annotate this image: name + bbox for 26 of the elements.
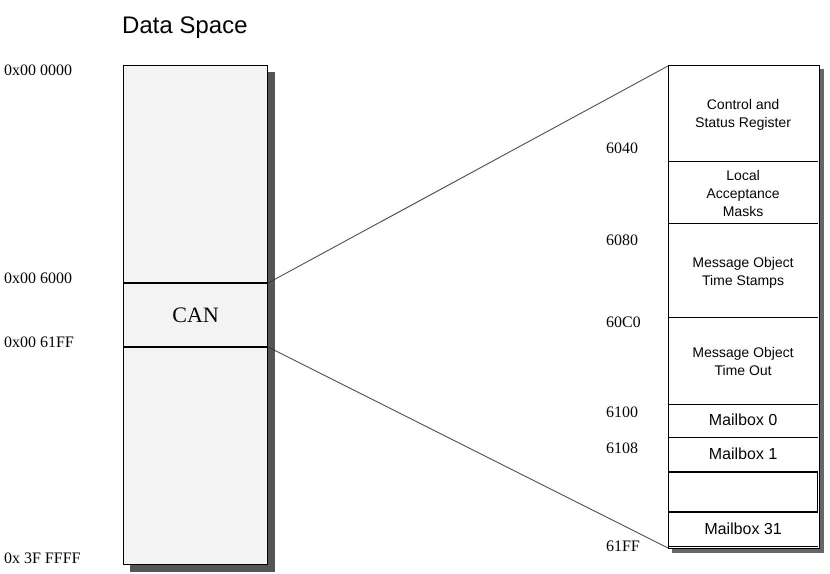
leader-line xyxy=(268,66,668,284)
register-label: Mailbox 31 xyxy=(704,520,782,538)
register-block xyxy=(668,512,818,547)
address-label: 0x00 61FF xyxy=(4,334,74,352)
register-label: Message Object Time Stamps xyxy=(691,252,795,288)
address-label: 60C0 xyxy=(606,314,641,332)
register-label: Control and Status Register xyxy=(694,95,792,131)
address-label: 6100 xyxy=(606,404,638,422)
diagram-title: Data Space xyxy=(122,12,248,40)
address-label: 6080 xyxy=(606,232,638,250)
address-label: 0x00 6000 xyxy=(4,270,72,288)
address-label: 0x00 0000 xyxy=(4,62,72,80)
leader-line xyxy=(268,346,668,548)
register-label: Mailbox 0 xyxy=(708,412,778,430)
memory-segment xyxy=(123,347,268,565)
memory-segment xyxy=(123,65,268,283)
register-label: Mailbox 1 xyxy=(708,446,778,464)
segment-label: CAN xyxy=(172,302,219,328)
address-label: 61FF xyxy=(606,538,640,556)
address-label: 6040 xyxy=(606,140,638,158)
address-label: 6108 xyxy=(606,440,638,458)
register-label: Local Acceptance Masks xyxy=(705,166,781,220)
address-label: 0x 3F FFFF xyxy=(4,550,80,568)
register-label: Message Object Time Out xyxy=(691,343,795,379)
memory-segment xyxy=(123,283,268,347)
memory-segment xyxy=(668,472,818,512)
